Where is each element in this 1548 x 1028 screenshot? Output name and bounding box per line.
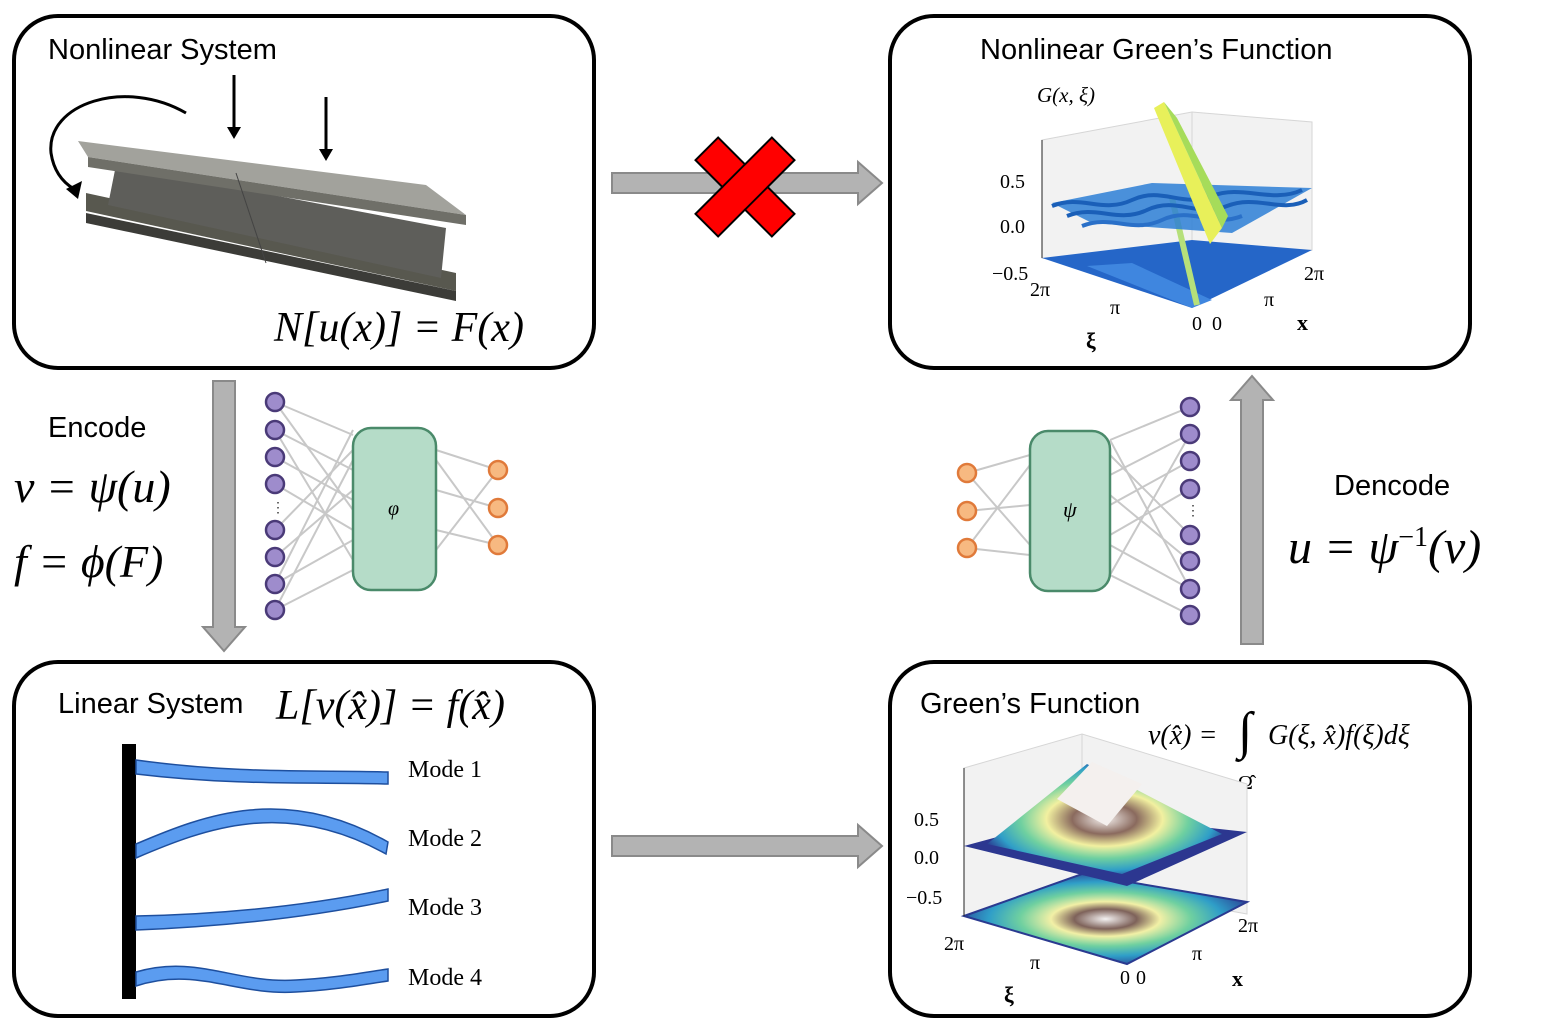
arrow-decode-up: [1228, 374, 1276, 645]
svg-text:⋮: ⋮: [271, 499, 285, 515]
decode-eq-tail: (v): [1428, 521, 1482, 574]
xi-tick-2: π: [1030, 952, 1040, 974]
mode-4-label: Mode 4: [408, 965, 482, 991]
panel-title: Green’s Function: [920, 688, 1141, 720]
decode-eq-sup: −1: [1398, 522, 1428, 553]
ztick-1: 0.5: [1000, 171, 1025, 193]
nonlinear-system-panel: Nonlinear System N[u(x)] = F(x): [12, 14, 596, 370]
mode-1-label: Mode 1: [408, 757, 482, 783]
x-axis-label: x: [1297, 310, 1308, 335]
panel-title: Nonlinear Green’s Function: [980, 34, 1333, 66]
nonlinear-equation: N[u(x)] = F(x): [274, 305, 524, 351]
mode-3-label: Mode 3: [408, 895, 482, 921]
encode-eq-f: f = ϕ(F): [14, 536, 164, 587]
panel-title: Nonlinear System: [48, 34, 277, 66]
xi-tick-1: 2π: [944, 933, 964, 955]
xi-tick-1: 2π: [1030, 279, 1050, 301]
greens-function-plot: 0.5 0.0 −0.5 2π π 0 ξ 0 π 2π x: [906, 733, 1258, 1007]
x-tick-2: π: [1264, 289, 1274, 311]
decode-label: Dencode: [1334, 470, 1451, 502]
ztick-3: −0.5: [906, 887, 942, 909]
x-tick-3: 2π: [1238, 915, 1258, 937]
mode-shapes: [122, 744, 389, 999]
decoder-network: ⋮ ψ: [956, 396, 1201, 626]
x-tick-3: 2π: [1304, 263, 1324, 285]
x-axis-label: x: [1232, 966, 1243, 991]
ztick-1: 0.5: [914, 809, 939, 831]
mode-2-label: Mode 2: [408, 826, 482, 852]
encoder-network: ⋮ φ: [264, 391, 509, 621]
greens-function-panel: Green’s Function v(x̂) = ∫ Ω̂ G(ξ, x̂)f(…: [888, 660, 1472, 1018]
encoder-symbol: φ: [388, 498, 399, 520]
encode-label: Encode: [48, 412, 147, 444]
arrow-bottom: [611, 822, 884, 870]
i-beam-illustration: [49, 75, 466, 301]
linear-system-panel: Linear System L[v(x̂)] = f(x̂) Mode 1 Mo…: [12, 660, 596, 1018]
nonlinear-greens-panel: Nonlinear Green’s Function 0.5 0.0 −0.5 …: [888, 14, 1472, 370]
x-tick-2: π: [1192, 943, 1202, 965]
xi-tick-2: π: [1110, 297, 1120, 319]
decode-eq-main: u = ψ: [1288, 521, 1399, 574]
svg-text:⋮: ⋮: [1186, 502, 1200, 518]
greens-equation-rhs: G(ξ, x̂)f(ξ)dξ: [1268, 720, 1410, 751]
arrow-encode-down: [200, 380, 248, 653]
xi-tick-3: 0: [1120, 967, 1130, 989]
ztick-2: 0.0: [914, 847, 939, 869]
red-cross-icon: [694, 136, 796, 238]
xi-tick-3: 0: [1192, 313, 1202, 335]
greens-equation-lhs: v(x̂) =: [1148, 720, 1218, 751]
integral-sign: ∫: [1238, 703, 1253, 760]
xi-axis-label: ξ: [1004, 982, 1014, 1007]
decoder-symbol: ψ: [1063, 497, 1077, 522]
x-tick-1: 0: [1136, 967, 1146, 989]
ztick-2: 0.0: [1000, 216, 1025, 238]
panel-title: Linear System: [58, 688, 244, 720]
nonlinear-greens-plot: 0.5 0.0 −0.5 G(x, ξ) 2π π 0 ξ 0 π 2π x: [992, 83, 1324, 353]
xi-axis-label: ξ: [1086, 328, 1096, 353]
ztick-3: −0.5: [992, 263, 1028, 285]
z-axis-label: G(x, ξ): [1037, 83, 1095, 107]
decode-eq: u = ψ−1(v): [1288, 520, 1481, 575]
x-tick-1: 0: [1212, 313, 1222, 335]
encode-eq-v: v = ψ(u): [14, 461, 171, 512]
linear-equation: L[v(x̂)] = f(x̂): [276, 683, 505, 729]
